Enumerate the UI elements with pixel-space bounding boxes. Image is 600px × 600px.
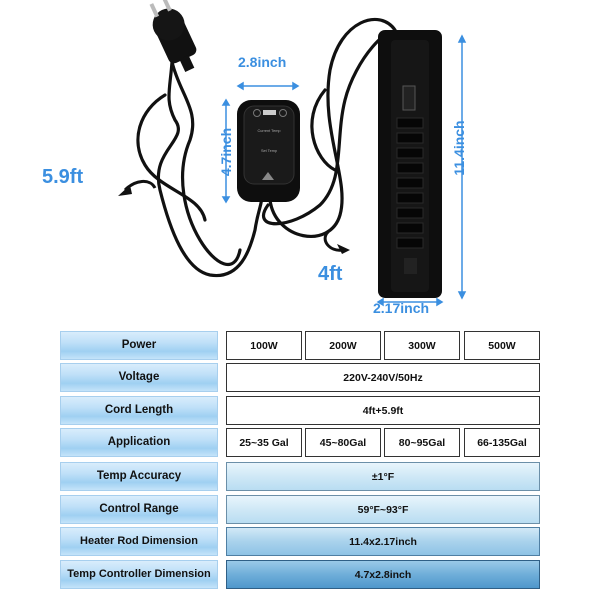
temp-controller: Current Temp Set Temp [237,100,300,202]
spec-value: 25~35 Gal [226,428,302,457]
heater-rod [378,30,442,298]
spec-label: Control Range [60,495,218,524]
spec-label: Cord Length [60,396,218,425]
cord-length-heater-label: 4ft [318,263,343,285]
spec-label: Temp Controller Dimension [60,560,218,589]
spec-value: 200W [305,331,381,360]
heater-width-label: 2.17inch [373,300,430,316]
spec-label: Temp Accuracy [60,462,218,491]
spec-label: Power [60,331,218,360]
spec-value: ±1°F [226,462,540,491]
spec-row-power: Power 100W 200W 300W 500W [60,331,542,360]
heater-length-label: 11.4inch [451,120,467,176]
spec-value: 300W [384,331,460,360]
spec-value: 220V-240V/50Hz [226,363,540,392]
power-plug [149,0,197,72]
spec-value: 59°F~93°F [226,495,540,524]
svg-text:Set Temp: Set Temp [261,149,277,153]
svg-text:Current Temp: Current Temp [258,129,281,133]
spec-label: Voltage [60,363,218,392]
spec-label: Heater Rod Dimension [60,527,218,556]
spec-row-cord-length: Cord Length 4ft+5.9ft [60,396,542,425]
product-illustration: Current Temp Set Temp [42,0,467,316]
spec-row-heater-rod-dimension: Heater Rod Dimension 11.4x2.17inch [60,527,542,556]
spec-row-temp-controller-dimension: Temp Controller Dimension 4.7x2.8inch [60,560,542,589]
spec-value: 45~80Gal [305,428,381,457]
cord-length-plug-label: 5.9ft [42,166,84,188]
spec-value: 11.4x2.17inch [226,527,540,556]
controller-height-label: 4.7inch [218,127,234,177]
spec-row-application: Application 25~35 Gal 45~80Gal 80~95Gal … [60,428,542,457]
spec-value: 66-135Gal [464,428,540,457]
spec-label: Application [60,428,218,457]
spec-value: 80~95Gal [384,428,460,457]
spec-row-voltage: Voltage 220V-240V/50Hz [60,363,542,392]
heater-product-drawing: Current Temp Set Temp [118,0,467,307]
spec-value: 4ft+5.9ft [226,396,540,425]
controller-width-label: 2.8inch [238,54,287,70]
spec-row-temp-accuracy: Temp Accuracy ±1°F [60,462,542,491]
spec-row-control-range: Control Range 59°F~93°F [60,495,542,524]
spec-value: 500W [464,331,540,360]
spec-value: 4.7x2.8inch [226,560,540,589]
spec-value: 100W [226,331,302,360]
